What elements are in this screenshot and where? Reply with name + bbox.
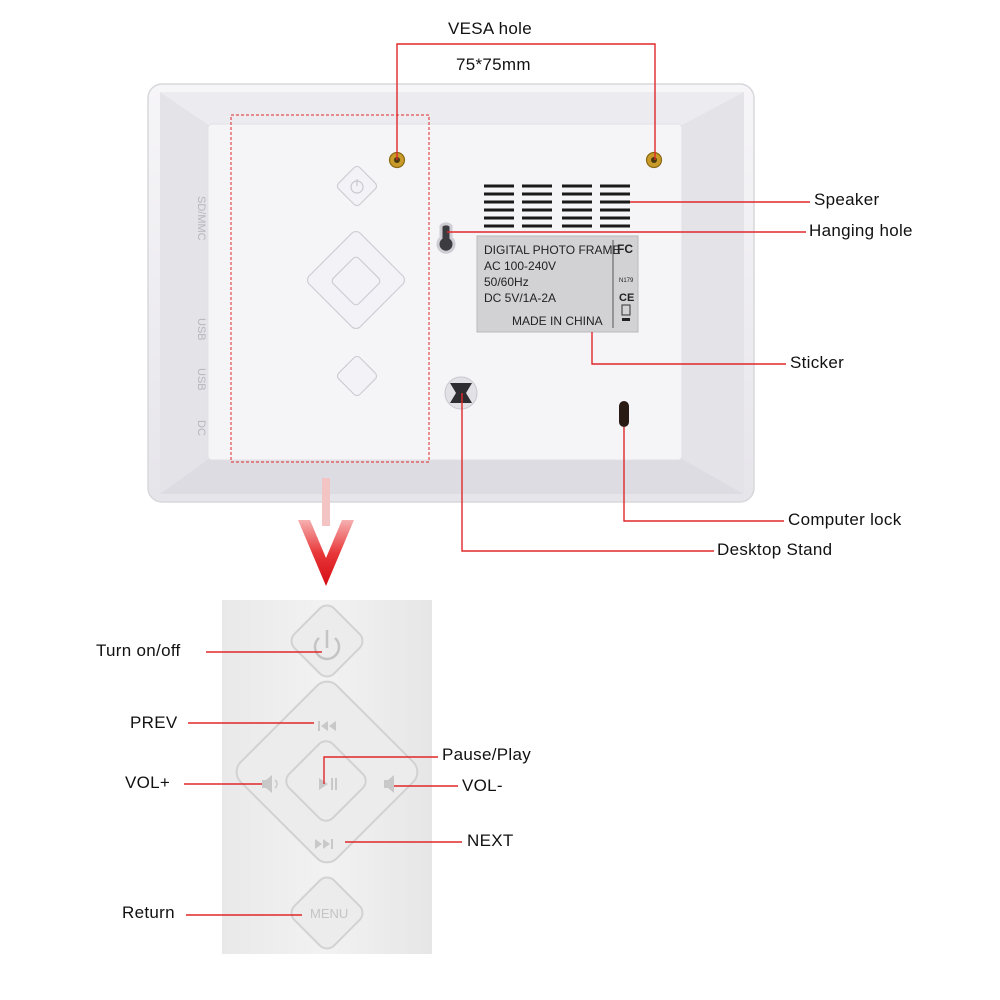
- label-turn-on-off: Turn on/off: [96, 641, 181, 660]
- sticker-line-3: 50/60Hz: [484, 275, 529, 289]
- port-label-dc: DC: [195, 420, 207, 436]
- photo-frame-back: [147, 83, 755, 503]
- pause-play-leader: [323, 756, 438, 784]
- port-label-usb-1: USB: [195, 368, 207, 391]
- fcc-mark: FC: [617, 242, 633, 256]
- label-hanging-hole: Hanging hole: [809, 221, 913, 240]
- frame-button-icons: [350, 179, 364, 194]
- ce-mark: CE: [619, 292, 634, 304]
- power-icon: [313, 630, 341, 661]
- panel-leader-lines: [184, 651, 462, 916]
- label-next: NEXT: [467, 831, 514, 850]
- prev-icon: [318, 721, 336, 731]
- button-area-highlight: [230, 114, 430, 463]
- menu-button-text: MENU: [310, 906, 348, 921]
- frame-center-button: [331, 256, 381, 306]
- label-pause-play: Pause/Play: [442, 745, 531, 764]
- panel-buttons: [235, 604, 419, 950]
- label-prev: PREV: [130, 713, 178, 732]
- frame-menu-button: [336, 355, 378, 397]
- vesa-leader: [396, 43, 656, 160]
- computer-lock-leader: [623, 427, 784, 522]
- label-computer-lock: Computer lock: [788, 510, 902, 529]
- desktop-stand-leader: [461, 393, 714, 552]
- label-vesa-size: 75*75mm: [456, 55, 531, 74]
- sticker: DIGITAL PHOTO FRAME AC 100-240V 50/60Hz …: [476, 235, 639, 333]
- label-return: Return: [122, 903, 175, 922]
- hanging-hole: [436, 222, 456, 254]
- label-desktop-stand: Desktop Stand: [717, 540, 833, 559]
- volume-up-icon: [262, 775, 278, 793]
- recycle-bin-icon: [621, 304, 631, 316]
- sticker-footer: MADE IN CHINA: [512, 314, 603, 328]
- side-port-labels: DC USB USB SD/MMC: [195, 196, 207, 436]
- label-vesa-hole: VESA hole: [448, 19, 532, 38]
- sticker-leader: [591, 332, 786, 365]
- arrow-down-icon: [298, 478, 354, 586]
- sticker-line-4: DC 5V/1A-2A: [484, 291, 556, 305]
- label-vol-minus: VOL-: [462, 776, 503, 795]
- label-sticker: Sticker: [790, 353, 845, 372]
- volume-down-icon: [384, 775, 394, 793]
- vesa-holes: [388, 151, 663, 169]
- sticker-line-1: DIGITAL PHOTO FRAME: [484, 243, 620, 257]
- label-vol-plus: VOL+: [125, 773, 171, 792]
- port-label-sd-mmc: SD/MMC: [195, 196, 207, 241]
- speaker-grille: [484, 184, 630, 228]
- pause-play-button: [285, 740, 367, 822]
- next-icon: [315, 839, 333, 849]
- sticker-line-2: AC 100-240V: [484, 259, 556, 273]
- top-leader-lines: [396, 43, 810, 552]
- label-speaker: Speaker: [814, 190, 880, 209]
- menu-button: [290, 876, 364, 950]
- n179-mark: N179: [619, 278, 634, 284]
- frame-buttons: [306, 165, 406, 397]
- computer-lock-slot: [619, 401, 629, 427]
- desktop-stand-socket: [444, 376, 478, 410]
- port-label-usb-2: USB: [195, 318, 207, 341]
